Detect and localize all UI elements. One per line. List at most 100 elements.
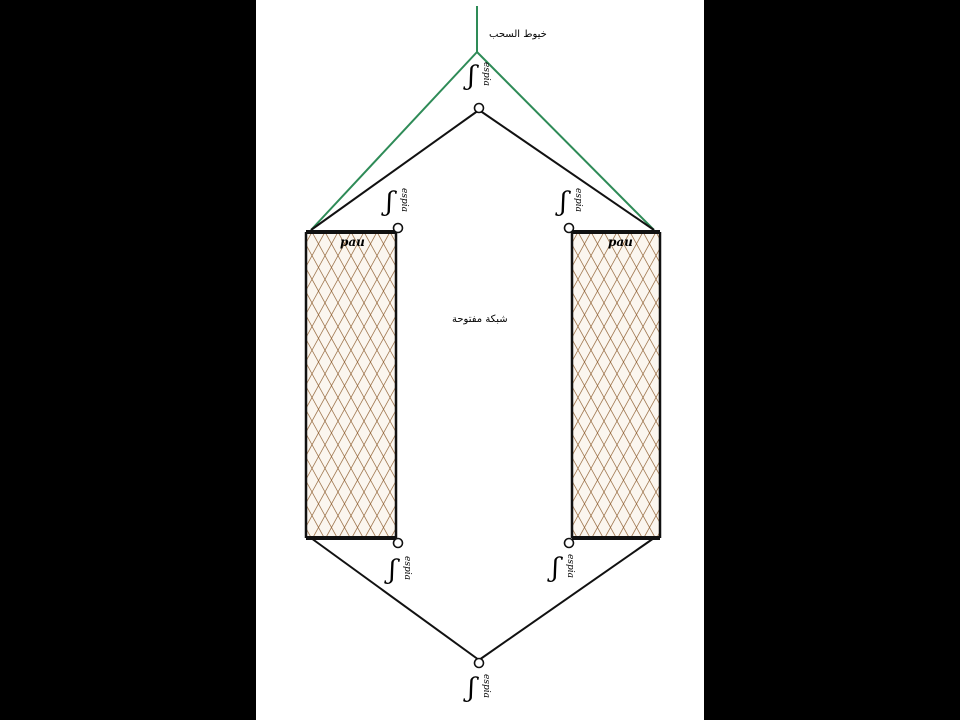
net-strand [256,232,299,538]
net-strand [256,232,286,538]
net-strand [572,409,643,538]
espia-marker-lower-left: ʃ espia [384,555,412,585]
net-strand [572,362,660,524]
net-strand [256,232,292,538]
net-strand [403,232,571,538]
net-strand [404,232,572,538]
net-strand [306,362,396,528]
net-strand [572,232,644,362]
pull-line [310,6,655,231]
net-strand [384,232,552,538]
net-strand [306,243,396,410]
net-strand [377,503,396,538]
net-strand [306,267,396,433]
espia-marker-top: ʃ espia [463,61,491,91]
net-strand [306,232,352,315]
net-strand [306,314,396,481]
net-strand [572,271,660,433]
ring-lower-right [563,537,575,549]
svg-text:ʃ: ʃ [463,673,479,703]
net-strand [572,365,660,528]
net-strand [306,232,313,244]
net-strand [306,456,351,538]
net-strand [572,294,660,457]
net-strand [312,385,396,538]
net-strand [572,338,660,501]
right-net-mesh [256,232,704,538]
net-strand [689,232,704,538]
ring-lower-left [392,537,404,549]
ring-upper-left [392,222,404,234]
net-strand [256,232,298,538]
net-strand [572,385,656,538]
net-strand [670,232,704,538]
net-strand [616,232,660,312]
rings [392,102,575,669]
net-strand [337,232,396,339]
pull-line-label: خيوط السحب [489,29,547,40]
net-strand [256,232,260,538]
net-strand [306,409,377,538]
net-strand [669,232,704,538]
net-strand [695,232,704,538]
left-pole-label: pau [340,235,365,249]
left-net-mesh [256,232,704,538]
svg-text:espia: espia [481,674,491,698]
net-diagram: ʃ espia ʃ espia ʃ espia ʃ espia ʃ espia … [256,6,704,703]
top-left-line [310,109,480,231]
net-strand [396,232,564,538]
net-strand [572,232,657,386]
net-strand [256,232,285,538]
espia-marker-upper-right: ʃ espia [555,187,583,217]
net-strand [350,232,396,315]
svg-text:espia: espia [573,188,583,212]
top-right-line [478,109,655,231]
net-strand [590,232,660,359]
espia-marker-lower-right: ʃ espia [547,553,575,583]
net-strand [416,232,584,538]
net-strand [656,531,660,538]
net-strand [376,232,396,268]
net-strand [306,362,396,528]
net-strand [306,291,396,457]
open-net-label: شبكة مفتوحة [452,314,508,325]
net-strand [572,232,592,268]
net-strand [572,291,660,453]
net-strand [324,232,396,362]
net-strand [572,456,617,538]
svg-text:ʃ: ʃ [555,187,571,217]
svg-text:espia: espia [402,556,412,580]
net-strand [389,232,396,244]
net-strand [572,503,591,538]
net-strand [306,232,365,339]
net-strand [306,527,312,538]
net-strand [603,232,660,335]
net-strand [363,232,396,292]
svg-text:espia: espia [481,62,491,86]
svg-text:ʃ: ʃ [381,187,397,217]
net-strand [311,232,396,386]
net-strand [578,389,660,538]
bottom-right-line [478,537,655,661]
ring-upper-right [563,222,575,234]
net-strand [683,232,704,538]
net-strand [572,314,660,477]
right-net-panel [256,230,704,540]
ring-bottom [473,657,485,669]
net-strand [655,232,660,241]
net-strand [390,527,396,538]
net-strand [256,232,279,538]
net-strand [306,267,396,433]
net-strand [306,338,396,504]
svg-text:espia: espia [399,188,409,212]
svg-text:ʃ: ʃ [384,555,400,585]
net-strand [256,232,266,538]
net-strand [617,460,660,538]
net-strand [572,247,660,410]
net-strand [306,232,339,292]
net-strand [572,527,578,538]
net-strand [306,314,396,481]
left-net-panel [256,230,704,540]
right-pole-label: pau [608,235,633,249]
net-strand [696,232,704,538]
